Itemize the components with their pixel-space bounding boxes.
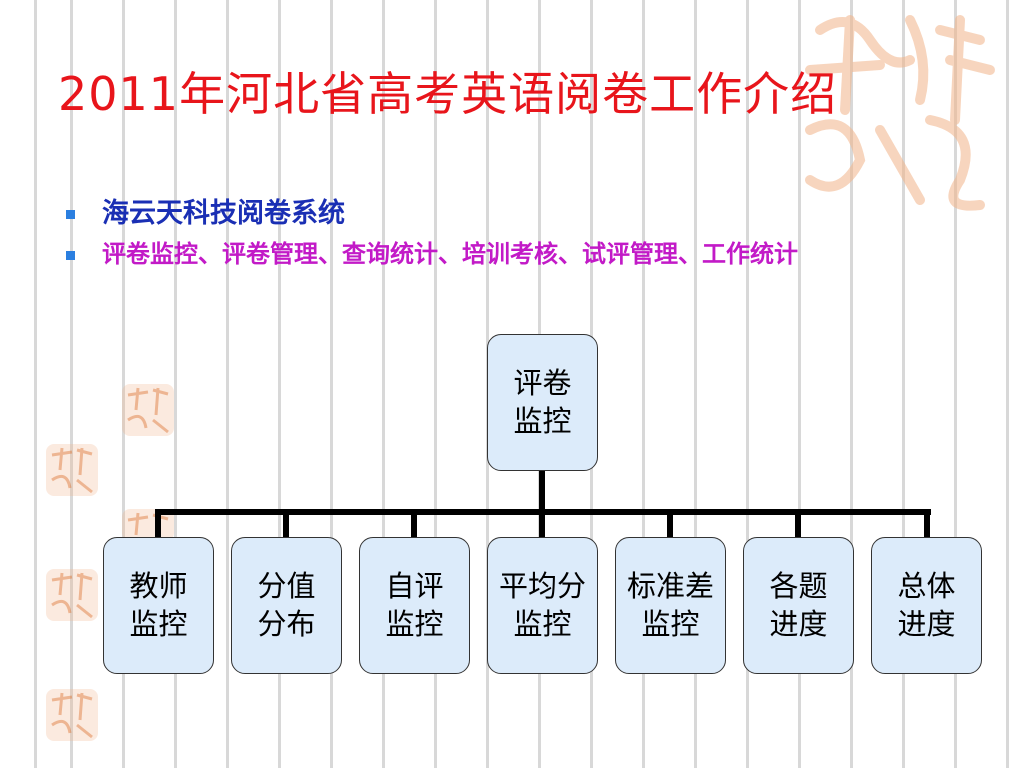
connector-root-stem xyxy=(539,470,545,512)
connector-drop xyxy=(155,509,161,538)
connector-drop xyxy=(924,509,930,538)
connector-drop xyxy=(411,509,417,538)
org-node-child: 自评 监控 xyxy=(359,537,470,674)
seal-watermark-icon xyxy=(805,15,995,211)
bullet-text: 评卷监控、评卷管理、查询统计、培训考核、试评管理、工作统计 xyxy=(102,240,798,269)
square-bullet-icon xyxy=(66,251,75,261)
connector-drop xyxy=(795,509,801,538)
org-node-child: 教师 监控 xyxy=(103,537,214,674)
org-node-child: 总体 进度 xyxy=(871,537,982,674)
seal-watermark-icon xyxy=(122,384,174,436)
org-node-child: 平均分 监控 xyxy=(487,537,598,674)
square-bullet-icon xyxy=(66,210,75,219)
bullet-text: 海云天科技阅卷系统 xyxy=(102,198,345,229)
seal-watermark-icon xyxy=(46,444,98,496)
org-node-root: 评卷 监控 xyxy=(487,334,598,471)
bullet-list: 海云天科技阅卷系统 评卷监控、评卷管理、查询统计、培训考核、试评管理、工作统计 xyxy=(62,196,1002,278)
connector-drop xyxy=(667,509,673,538)
slide-title: 2011年河北省高考英语阅卷工作介绍 xyxy=(58,67,838,121)
bullet-item: 海云天科技阅卷系统 xyxy=(62,196,1002,231)
bullet-item: 评卷监控、评卷管理、查询统计、培训考核、试评管理、工作统计 xyxy=(62,239,1002,270)
org-node-child: 分值 分布 xyxy=(231,537,342,674)
connector-drop xyxy=(283,509,289,538)
org-node-child: 标准差 监控 xyxy=(615,537,726,674)
seal-watermark-icon xyxy=(46,689,98,741)
org-node-child: 各题 进度 xyxy=(743,537,854,674)
seal-watermark-icon xyxy=(46,569,98,621)
connector-drop xyxy=(539,509,545,538)
